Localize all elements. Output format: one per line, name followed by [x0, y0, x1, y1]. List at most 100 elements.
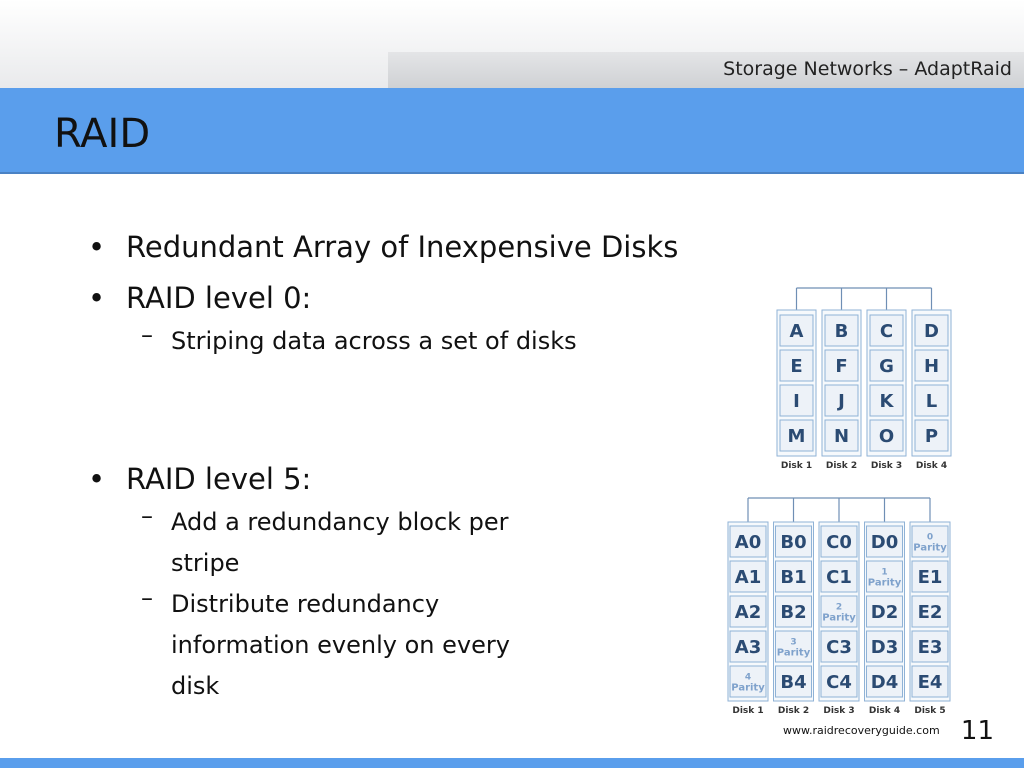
sub-bullet-line: Add a redundancy block per: [171, 508, 509, 536]
raid0-block-cell: [824, 384, 859, 417]
raid0-block-cell: [869, 314, 904, 347]
raid5-block-label: C0: [826, 532, 852, 553]
raid0-block-label: L: [926, 391, 937, 412]
raid5-disk-label: Disk 2: [778, 706, 809, 716]
title-band: [0, 88, 1024, 174]
raid5-block-label: B0: [780, 532, 806, 553]
raid0-block-cell: [779, 384, 814, 417]
bullet-text: RAID level 5:: [126, 462, 312, 496]
raid5-block-cell: [820, 560, 858, 593]
raid5-block-label: D0: [871, 532, 898, 553]
raid5-block-cell: [911, 630, 949, 663]
raid0-block-cell: [914, 349, 949, 382]
raid5-block-label: D2: [871, 602, 898, 623]
bullet-glyph: •: [88, 230, 106, 264]
raid5-block-label: D3: [871, 637, 898, 658]
raid5-block-label: B1: [780, 567, 806, 588]
raid0-block-cell: [779, 349, 814, 382]
raid5-block-label: B2: [780, 602, 806, 623]
slide-title: RAID: [54, 111, 151, 157]
raid0-block-cell: [779, 419, 814, 452]
sub-bullet-text: Add a redundancy block per stripe: [171, 502, 601, 584]
dash-glyph: –: [141, 502, 153, 530]
raid5-block-cell: [866, 595, 903, 628]
sub-bullet-line: Distribute redundancy: [171, 590, 440, 618]
sub-bullet-line: Striping data across a set of disks: [171, 327, 577, 355]
bullet-text: Redundant Array of Inexpensive Disks: [126, 230, 679, 264]
raid5-block-label: E3: [918, 637, 943, 658]
sub-bullet-line: disk: [171, 672, 220, 700]
raid5-block-label: C3: [826, 637, 852, 658]
bullet-glyph: •: [88, 462, 106, 496]
raid5-parity-label: Parity: [731, 683, 765, 694]
raid0-disk-label: Disk 4: [916, 461, 947, 471]
raid0-block-label: B: [835, 321, 849, 342]
raid5-parity-label: Parity: [913, 543, 947, 554]
raid5-block-cell: [729, 630, 767, 663]
raid5-block-cell: [820, 595, 858, 628]
raid5-parity-number: 4: [745, 673, 751, 683]
raid5-block-label: E4: [918, 672, 943, 693]
raid0-block-label: E: [790, 356, 802, 377]
raid5-block-cell: [820, 665, 858, 698]
raid5-parity-number: 3: [790, 638, 796, 648]
header-text: Storage Networks – AdaptRaid: [723, 58, 1012, 80]
dash-glyph: –: [141, 321, 153, 349]
raid5-block-cell: [911, 525, 949, 558]
raid5-block-label: C1: [826, 567, 852, 588]
sub-bullet-line: stripe: [171, 549, 240, 577]
dash-glyph: –: [141, 584, 153, 612]
raid0-block-label: K: [880, 391, 895, 412]
raid5-block-cell: [775, 595, 812, 628]
raid0-block-label: J: [836, 391, 845, 412]
raid0-disk-label: Disk 2: [826, 461, 857, 471]
raid0-disk-label: Disk 3: [871, 461, 902, 471]
header-tab: [388, 52, 1024, 88]
raid5-block-cell: [820, 630, 858, 663]
raid0-block-label: D: [924, 321, 939, 342]
raid0-block-label: O: [879, 426, 894, 447]
sub-bullet-text: Distribute redundancy information evenly…: [171, 584, 601, 707]
raid5-parity-label: Parity: [777, 648, 811, 659]
raid0-block-label: M: [788, 426, 806, 447]
raid5-block-label: D4: [871, 672, 898, 693]
sub-bullet-text: Striping data across a set of disks: [171, 321, 601, 362]
raid5-block-cell: [911, 560, 949, 593]
raid0-block-label: C: [880, 321, 893, 342]
raid0-block-cell: [914, 419, 949, 452]
raid5-block-cell: [729, 560, 767, 593]
raid5-disk-label: Disk 5: [914, 706, 945, 716]
raid5-block-label: A2: [735, 602, 761, 623]
raid0-block-label: I: [793, 391, 800, 412]
raid5-block-cell: [866, 630, 903, 663]
raid5-block-cell: [775, 630, 812, 663]
raid0-block-cell: [869, 419, 904, 452]
raid0-block-label: N: [834, 426, 849, 447]
raid5-block-label: A1: [735, 567, 761, 588]
raid5-block-label: E1: [918, 567, 943, 588]
raid5-block-label: A0: [735, 532, 761, 553]
raid0-block-label: G: [879, 356, 894, 377]
raid5-parity-number: 0: [927, 533, 933, 543]
raid5-disk-label: Disk 1: [732, 706, 763, 716]
raid5-block-cell: [820, 525, 858, 558]
raid0-block-cell: [914, 384, 949, 417]
raid5-parity-number: 1: [881, 568, 887, 578]
raid5-block-label: E2: [918, 602, 943, 623]
raid5-block-cell: [775, 665, 812, 698]
raid0-block-cell: [824, 419, 859, 452]
raid5-block-cell: [911, 665, 949, 698]
raid5-block-cell: [775, 560, 812, 593]
raid5-parity-label: Parity: [822, 613, 856, 624]
raid5-block-cell: [911, 595, 949, 628]
raid0-disk-label: Disk 1: [781, 461, 812, 471]
sub-bullet-line: information evenly on every: [171, 631, 510, 659]
raid5-block-label: A3: [735, 637, 761, 658]
raid5-block-cell: [866, 665, 903, 698]
raid5-block-cell: [866, 560, 903, 593]
raid5-block-cell: [729, 595, 767, 628]
raid0-block-cell: [824, 314, 859, 347]
page-number: 11: [960, 716, 994, 746]
raid0-block-label: P: [925, 426, 938, 447]
